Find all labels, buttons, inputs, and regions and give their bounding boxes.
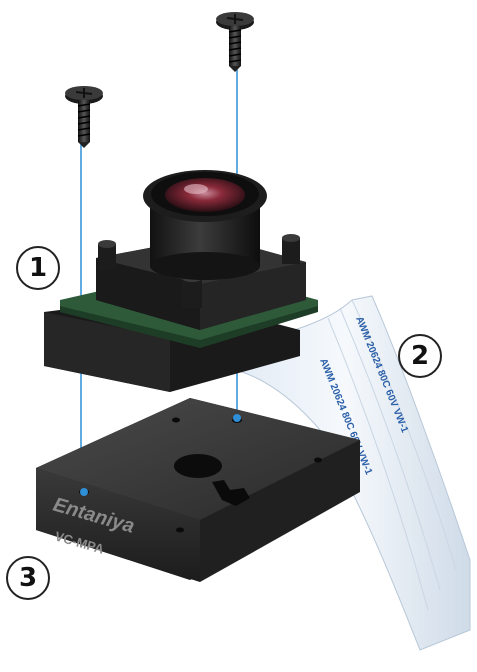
screw-right — [216, 12, 254, 72]
callout-1: 1 — [16, 246, 60, 290]
screw-left — [65, 86, 103, 148]
guide-dot-left — [80, 488, 88, 496]
callout-2: 2 — [398, 334, 442, 378]
camera-module — [44, 170, 318, 392]
callout-3: 3 — [6, 556, 50, 600]
mount-base: Entaniya VC-MPA — [36, 398, 360, 582]
guide-dot-right — [233, 414, 241, 422]
